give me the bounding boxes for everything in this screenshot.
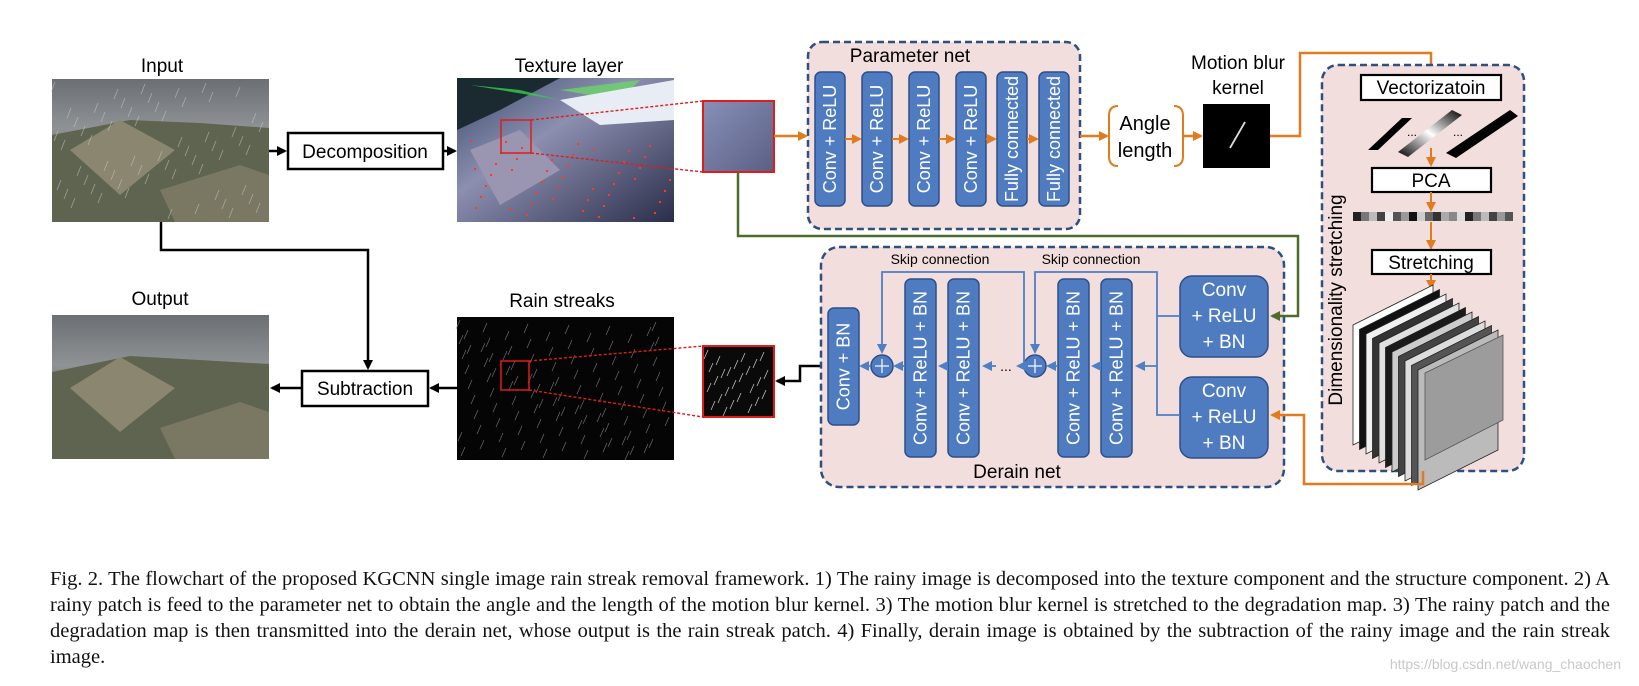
input-image	[50, 79, 269, 222]
skip-connection-left-label: Skip connection	[891, 251, 990, 267]
decomposition-label: Decomposition	[302, 142, 428, 163]
angle-label: Angle	[1119, 113, 1170, 135]
parameter-layer-label-6: Fully connected	[1044, 76, 1064, 202]
derain-ellipsis: ...	[1000, 358, 1012, 374]
ellipsis-right: ...	[1453, 125, 1463, 139]
texture-layer-label: Texture layer	[515, 56, 624, 77]
derain-layer-5: Conv + ReLU + BN	[1100, 278, 1133, 458]
parameter-layer-label-5: Fully connected	[1002, 76, 1022, 202]
derain-layer-2: Conv + ReLU + BN	[904, 278, 937, 458]
output-label: Output	[131, 289, 189, 310]
rain-patch-zoom	[702, 345, 775, 418]
derain-layer-3: Conv + ReLU + BN	[947, 278, 980, 458]
derain-layer-label-2: Conv + ReLU + BN	[911, 291, 931, 445]
parameter-layer-4: Conv + ReLU	[955, 71, 987, 207]
motion-blur-kernel-image	[1203, 104, 1270, 168]
stretching-box	[1370, 248, 1493, 276]
pca-box	[1370, 166, 1493, 194]
stretching-label: Stretching	[1388, 253, 1474, 274]
parameter-layer-1: Conv + ReLU	[814, 71, 846, 207]
conv-relu-bn-bottom-block: Conv + ReLU + BN	[1179, 376, 1269, 459]
pca-label: PCA	[1411, 171, 1450, 192]
conv-relu-bn-top-block: Conv + ReLU + BN	[1179, 275, 1269, 358]
skip-connection-right-label: Skip connection	[1042, 251, 1141, 267]
motion-blur-label: Motion blur	[1191, 53, 1286, 74]
svg-text:+ ReLU: + ReLU	[1192, 407, 1257, 428]
derain-layer-label-4: Conv + ReLU + BN	[1064, 291, 1084, 445]
rain-streaks-image	[455, 317, 674, 461]
ellipsis-left: ...	[1407, 125, 1417, 139]
derain-layer-1: Conv + BN	[827, 307, 860, 426]
derain-net-label: Derain net	[973, 462, 1061, 483]
derain-layer-label-1: Conv + BN	[834, 323, 854, 411]
flowchart-diagram: Input Texture layer Output Rain streaks	[50, 40, 1526, 491]
svg-text:+ ReLU: + ReLU	[1192, 306, 1257, 327]
texture-layer-image	[457, 78, 674, 222]
parameter-layer-2: Conv + ReLU	[861, 71, 893, 207]
rain-streaks-label: Rain streaks	[509, 291, 615, 312]
decomposition-box: Decomposition	[286, 131, 445, 171]
derain-layer-label-3: Conv + ReLU + BN	[954, 291, 974, 445]
parameter-layer-5: Fully connected	[996, 71, 1028, 207]
subtraction-label: Subtraction	[317, 379, 413, 400]
derain-net-panel: Derain net Skip connection Skip connecti…	[819, 245, 1286, 489]
vectorization-box	[1359, 73, 1503, 102]
parameter-layer-label-2: Conv + ReLU	[867, 85, 887, 194]
motion-blur-kernel-label: kernel	[1212, 78, 1264, 99]
svg-text:Conv: Conv	[1202, 381, 1247, 402]
parameter-layer-label-4: Conv + ReLU	[961, 85, 981, 194]
rain-patch-marker	[500, 360, 530, 391]
texture-patch-zoom	[702, 100, 775, 173]
derain-layer-label-5: Conv + ReLU + BN	[1107, 291, 1127, 445]
parameter-net-label: Parameter net	[850, 46, 971, 67]
dimensionality-stretching-panel: Dimensionality stretching Vectorizatoin …	[1320, 63, 1526, 491]
pca-vector-strip	[1353, 212, 1513, 221]
output-image	[52, 315, 269, 459]
svg-text:Conv: Conv	[1202, 280, 1247, 301]
vectorized-kernels: ... ...	[1368, 110, 1518, 158]
vectorization-label: Vectorizatoin	[1377, 78, 1486, 99]
parameter-layer-label-1: Conv + ReLU	[820, 85, 840, 194]
length-label: length	[1118, 140, 1173, 162]
svg-text:+ BN: + BN	[1203, 433, 1246, 454]
parameter-layer-3: Conv + ReLU	[908, 71, 940, 207]
dimensionality-stretching-label: Dimensionality stretching	[1326, 194, 1347, 405]
texture-patch-marker	[500, 119, 532, 154]
figure-caption: Fig. 2. The flowchart of the proposed KG…	[50, 568, 1610, 668]
parameter-net-panel: Parameter net Conv + ReLU Conv + ReLU Conv…	[806, 40, 1082, 231]
subtraction-box: Subtraction	[300, 369, 430, 408]
derain-layer-4: Conv + ReLU + BN	[1057, 278, 1090, 458]
parameter-layer-6: Fully connected	[1038, 71, 1070, 207]
watermark: https://blog.csdn.net/wang_chaochen	[1389, 656, 1621, 672]
angle-length-group: Angle length	[1108, 105, 1184, 167]
degradation-map-stack	[1352, 284, 1504, 491]
parameter-layer-label-3: Conv + ReLU	[914, 85, 934, 194]
svg-text:+ BN: + BN	[1203, 332, 1246, 353]
input-label: Input	[141, 56, 184, 77]
